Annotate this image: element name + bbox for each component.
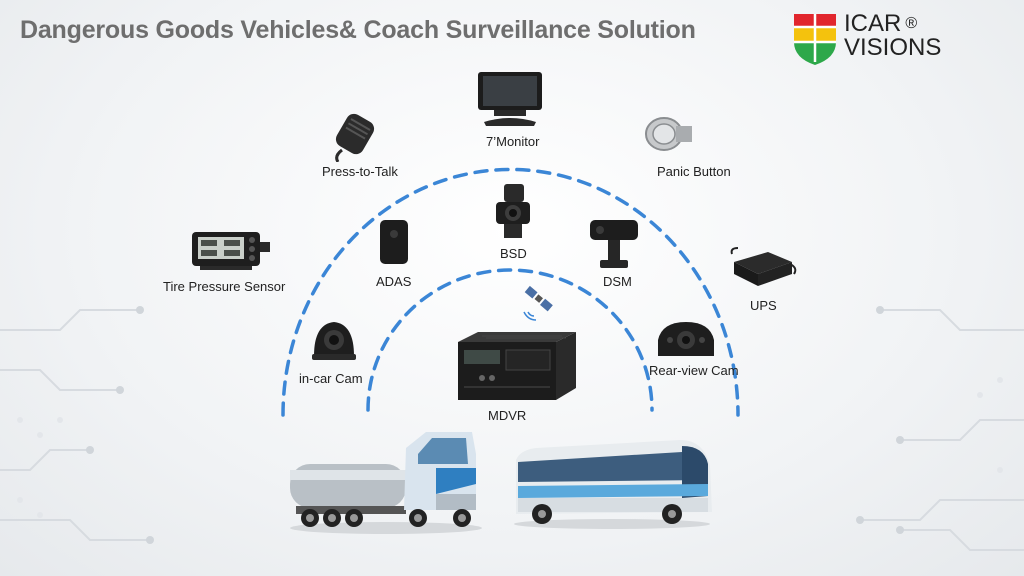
- mdvr-label: MDVR: [488, 408, 527, 423]
- dsm-label: DSM: [603, 274, 632, 289]
- icar-visions-logo: ICAR® VISIONS: [792, 12, 952, 68]
- panic-button-icon: [645, 117, 692, 151]
- tanker-truck-image: [290, 432, 482, 534]
- mdvr-device-icon: [458, 332, 576, 400]
- satellite-icon: [523, 285, 553, 321]
- monitor-device-icon: [478, 72, 542, 126]
- coach-bus-image: [514, 440, 712, 529]
- adas-camera-icon: [380, 220, 408, 264]
- press-to-talk-icon: [335, 113, 375, 162]
- bsd-label: BSD: [500, 246, 527, 261]
- tire-pressure-sensor-label: Tire Pressure Sensor: [163, 279, 286, 294]
- press-to-talk-label: Press-to-Talk: [322, 164, 398, 179]
- panic-button-label: Panic Button: [657, 164, 731, 179]
- logo-line2: VISIONS: [844, 34, 942, 61]
- ups-device-icon: [730, 247, 797, 286]
- bsd-camera-icon: [496, 184, 530, 238]
- ups-label: UPS: [750, 298, 777, 313]
- inner-arc: [366, 268, 654, 412]
- tire-pressure-sensor-icon: [192, 232, 270, 270]
- shield-logo-icon: [794, 14, 836, 65]
- page-title: Dangerous Goods Vehicles& Coach Surveill…: [20, 16, 696, 44]
- adas-label: ADAS: [376, 274, 412, 289]
- logo-line1: ICAR: [844, 10, 902, 37]
- dsm-camera-icon: [590, 220, 638, 268]
- rear-view-camera-icon: [658, 322, 714, 356]
- in-car-cam-label: in-car Cam: [299, 371, 363, 386]
- in-car-camera-icon: [312, 322, 356, 360]
- monitor-label: 7’Monitor: [486, 134, 540, 149]
- rear-view-cam-label: Rear-view Cam: [649, 363, 739, 378]
- logo-registered: ®: [905, 15, 918, 32]
